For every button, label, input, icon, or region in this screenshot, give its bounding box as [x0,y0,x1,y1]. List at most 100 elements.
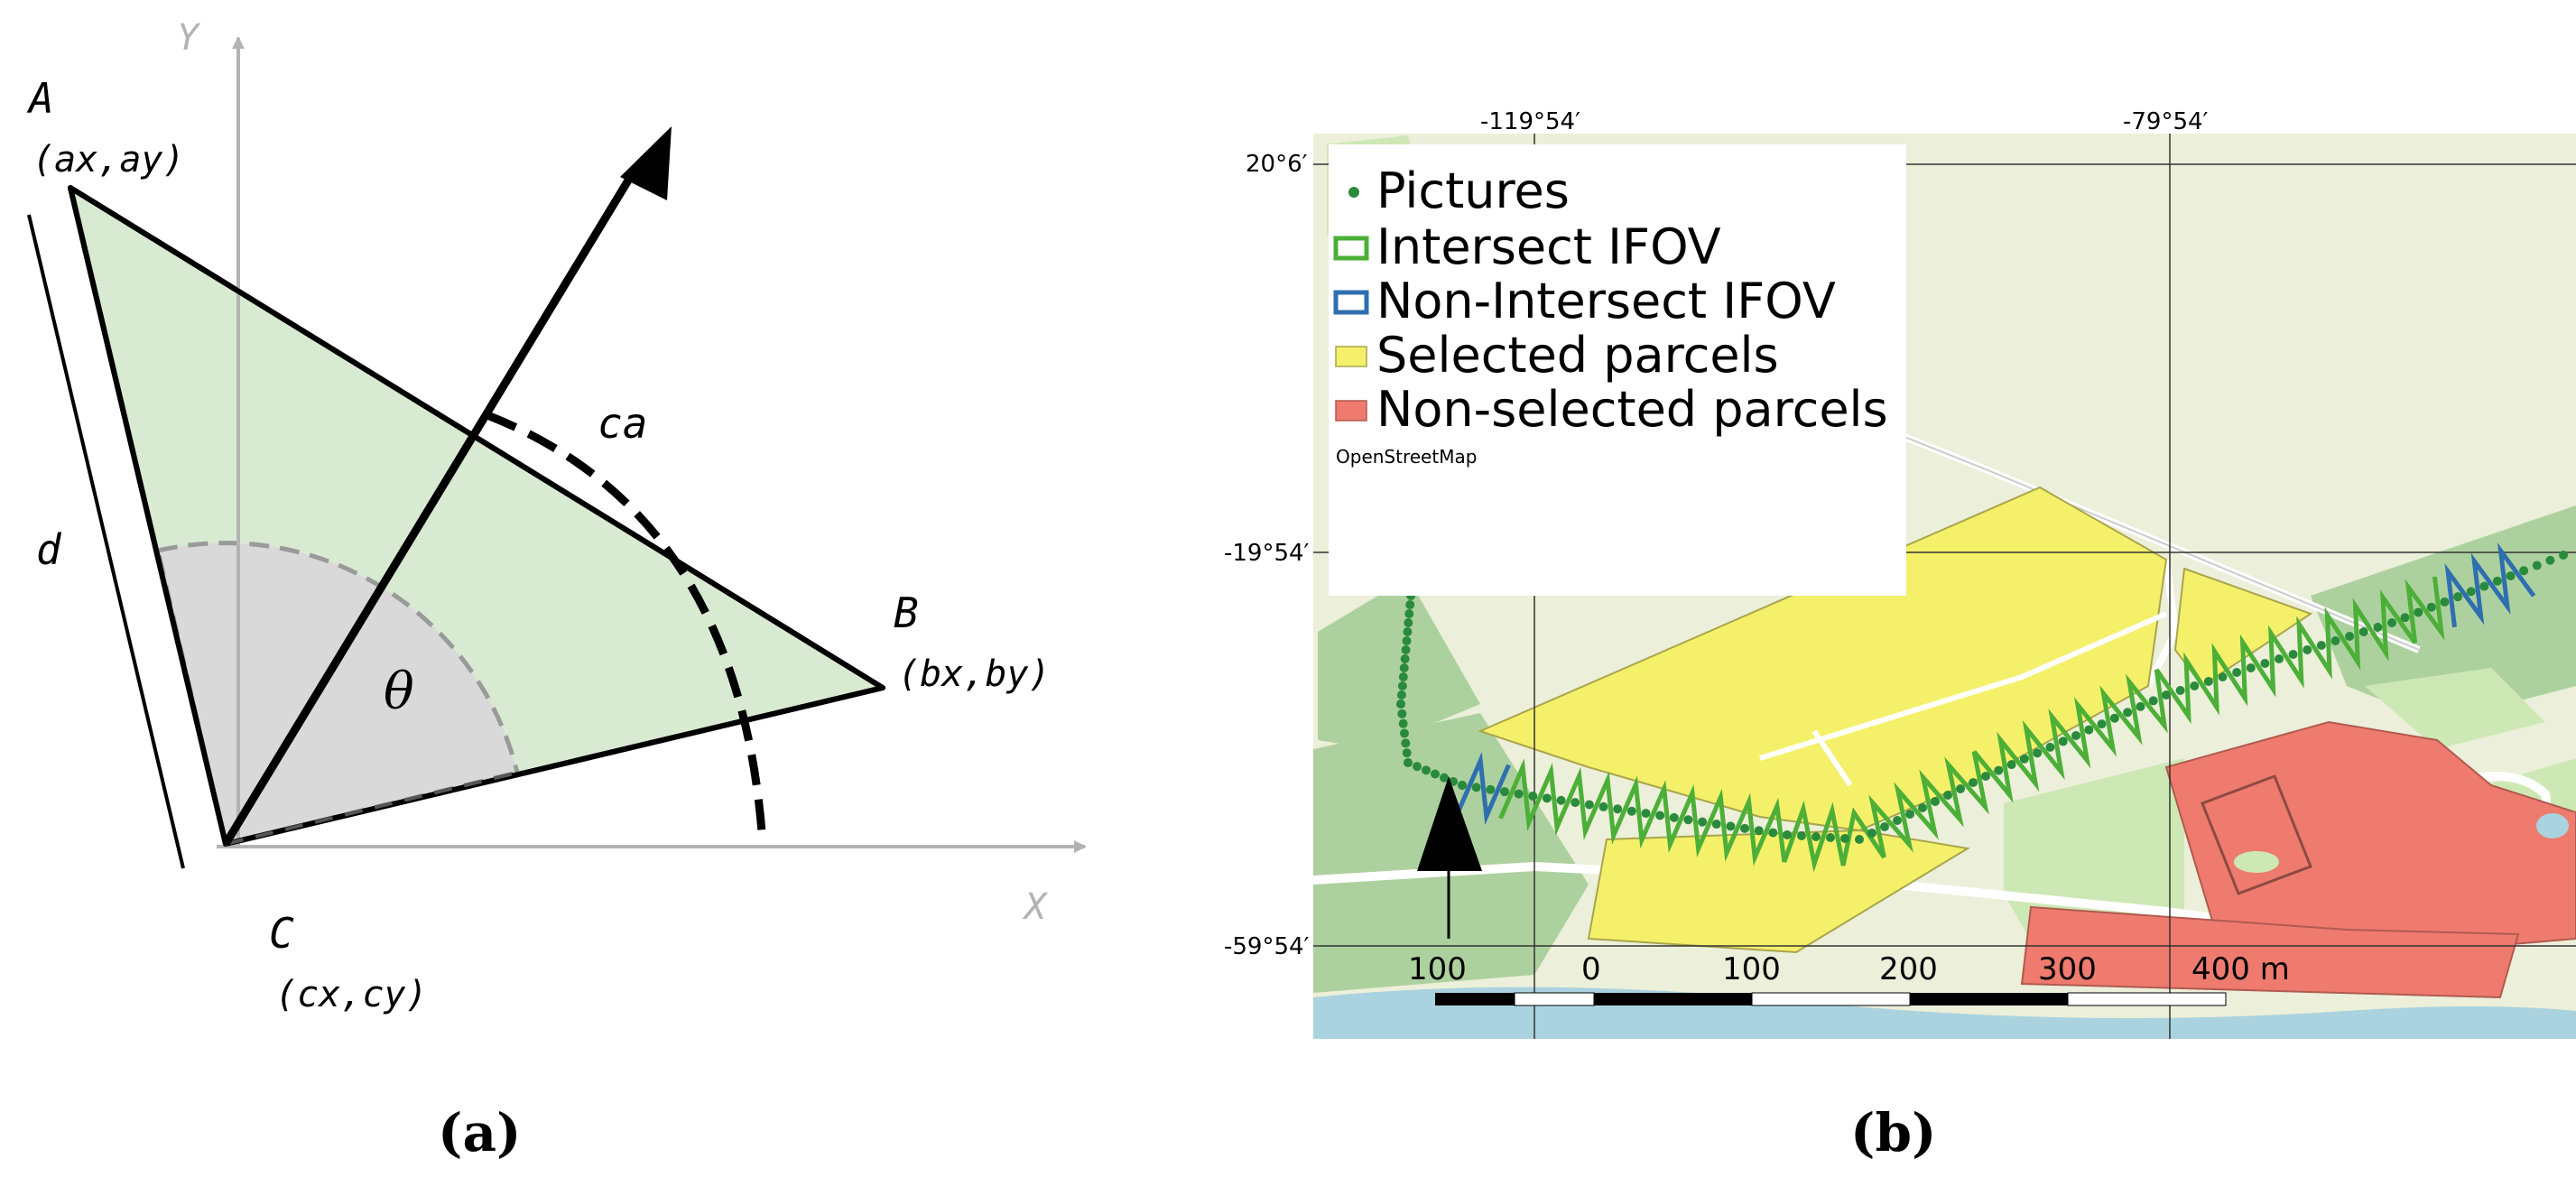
legend-label: Pictures [1376,162,1570,219]
vegetation-area [1318,578,1480,749]
road [1759,611,2168,761]
picture-dot [1542,793,1552,803]
picture-dot [1797,831,1806,840]
legend: Pictures Intersect IFOV Non-Intersect IF… [1329,144,1906,596]
road [1812,729,1853,787]
picture-dot [1981,772,1990,781]
picture-dot [1683,815,1693,825]
picture-dot [2466,587,2476,597]
point-b-label: B [894,588,919,637]
yellow-rect-icon [1335,346,1367,367]
picture-dot [1931,797,1940,806]
picture-dot [2345,632,2355,641]
north-arrow-icon [1417,776,1482,939]
picture-dot [1404,618,1413,627]
cb-dashed-overlay [225,771,518,846]
picture-dot [2136,701,2145,711]
coord-label-left-bottom: -59°54′ [1224,933,1310,960]
picture-dot [1397,709,1407,718]
picture-dot [1398,718,1408,728]
picture-dot [2123,708,2133,718]
picture-dot [1918,803,1927,812]
picture-dot [1812,832,1821,841]
picture-dot [2288,650,2298,659]
picture-dot [2058,737,2068,746]
picture-dot [1396,690,1406,700]
vegetation-area [2365,668,2545,749]
point-c-label: C [269,909,294,958]
picture-dot [1571,798,1580,808]
selected-parcel [1587,829,1970,954]
picture-dot [1398,672,1408,681]
picture-dot [1413,762,1422,772]
panel-b: 100 0 100 200 300 400 m Pictures Interse… [1224,108,2576,1163]
non-intersect-ifov-zigzag [1456,752,1511,826]
point-c-coords: (cx,cy) [275,974,428,1015]
picture-dot [2373,623,2383,632]
green-dot-icon [1348,187,1359,198]
picture-dot [1768,828,1778,838]
picture-dot [1400,728,1409,738]
picture-dot [1655,811,1665,820]
picture-dot [2387,618,2396,627]
picture-dot [2316,641,2326,650]
pond [2536,813,2569,839]
scale-label: 100 [1408,951,1467,987]
scale-label: 400 m [2191,951,2290,987]
scale-label: 100 [1722,951,1781,987]
picture-dot [2019,754,2029,764]
picture-dot [1783,830,1792,839]
picture-dot [1397,681,1407,690]
picture-dot [1880,822,1889,831]
picture-dot [1403,627,1413,636]
picture-dot [2006,760,2016,770]
picture-dot [2218,672,2228,681]
picture-dot [1458,781,1467,790]
picture-dot [2260,659,2270,668]
picture-dot [2162,690,2171,700]
picture-dot [2532,561,2542,570]
scale-label: 200 [1879,951,1938,987]
picture-dot [1826,833,1835,842]
label-ca: ca [598,399,647,448]
picture-dot [1422,765,1431,775]
picture-dot [1711,820,1721,829]
picture-dot [2109,713,2119,723]
picture-dot [1399,663,1409,672]
coord-label-top-left: -119°54′ [1480,108,1580,135]
picture-dot [1499,787,1509,797]
picture-dot [1514,789,1524,799]
picture-dot [1405,600,1415,609]
picture-dot [2045,742,2055,752]
picture-dot [1994,765,2004,775]
legend-attribution: OpenStreetMap [1336,446,1477,468]
picture-dot [1404,609,1414,618]
picture-dot [2190,681,2200,690]
picture-dot [2203,677,2213,686]
picture-dot [2358,627,2368,636]
picture-dot [2453,592,2463,602]
picture-dot [1402,748,1412,758]
picture-dot [2519,566,2529,576]
picture-dot [1669,812,1679,822]
picture-dot [1471,783,1481,792]
picture-dot [2246,663,2256,672]
picture-dot [2148,696,2158,706]
green-rect-outline-icon [1333,236,1369,261]
bisector-arrowhead [620,126,672,200]
red-rect-icon [1335,400,1367,422]
legend-label: Non-selected parcels [1376,381,1888,438]
picture-dot [1400,654,1410,663]
picture-dot [2506,571,2516,581]
non-selected-parcel [2201,774,2312,895]
caption-b: (b) [1850,1102,1936,1163]
picture-dot [1556,795,1566,805]
picture-dot [1754,826,1764,836]
picture-dot [2232,668,2242,677]
picture-dot [2303,645,2312,654]
legend-label: Non-Intersect IFOV [1376,273,1836,329]
picture-dot [1486,784,1496,794]
label-d: d [36,525,62,574]
non-selected-parcel [2020,905,2520,999]
picture-dot [1584,800,1594,810]
